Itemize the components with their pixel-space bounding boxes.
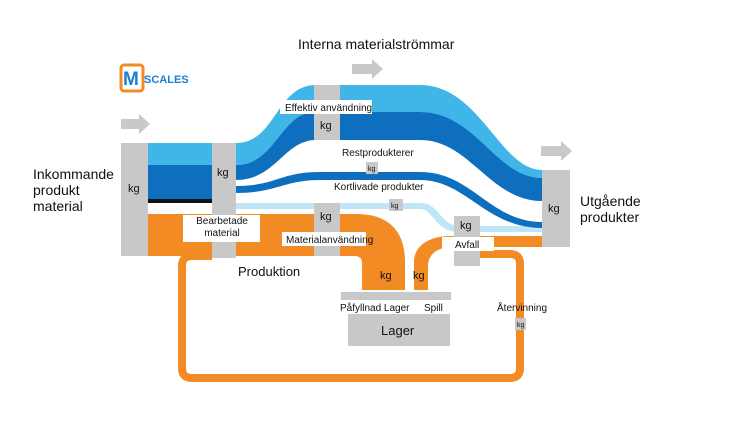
kg-label: kg (413, 270, 425, 282)
waste-flow (480, 236, 542, 247)
short-lived-node (366, 162, 378, 174)
material-use-label: Materialanvändning (286, 235, 373, 246)
kg-label: kg (217, 167, 229, 179)
processing-node-bottom (212, 240, 236, 258)
processed-material-box (183, 215, 260, 242)
kg-label: kg (380, 270, 392, 282)
arrow-icon (352, 59, 383, 79)
diagram-title: Interna materialströmmar (298, 36, 455, 52)
logo-letter: M (123, 69, 139, 90)
incoming-material-label: Inkommande produkt material (33, 166, 114, 214)
kg-label: kg (548, 203, 560, 215)
incoming-light-blue (148, 143, 212, 165)
refilled-stock-label: Påfyllnad Lager (340, 302, 410, 314)
kg-label: kg (128, 183, 140, 195)
production-label: Produktion (238, 264, 300, 279)
pale-node (389, 199, 403, 211)
recycling-label: Återvinning (497, 301, 547, 314)
recycling-loop (178, 250, 524, 382)
incoming-dark-blue (148, 165, 212, 199)
spill-to-waste-flow (414, 236, 454, 290)
effective-use-label: Effektiv användning (285, 103, 372, 114)
waste-box (442, 237, 494, 251)
kg-label: kg (368, 166, 376, 173)
kg-label: kg (517, 322, 525, 329)
stock-top-bar (341, 292, 451, 300)
outgoing-products-label: Utgående produkter (580, 193, 641, 225)
kg-label: kg (391, 203, 399, 210)
effective-use-flow-dark (236, 112, 542, 201)
kg-label: kg (460, 220, 472, 232)
spill-label: Spill (424, 303, 443, 314)
short-lived-label: Kortlivade produkter (334, 182, 424, 193)
effective-use-box (280, 100, 372, 114)
rest-products-label: Restprodukterer (342, 148, 414, 159)
kg-label: kg (320, 211, 332, 223)
recycling-node (515, 318, 526, 330)
material-use-box (282, 232, 366, 246)
stock-label: Lager (381, 323, 415, 338)
mscales-logo: M SCALES (119, 63, 189, 93)
arrow-icon (541, 141, 572, 161)
incoming-black-line (148, 199, 212, 203)
kg-label: kg (320, 120, 332, 132)
material-use-flow (340, 214, 405, 290)
arrow-icon (121, 114, 150, 134)
stock-node (348, 314, 450, 346)
incoming-node (121, 143, 148, 256)
logo-text: SCALES (144, 74, 189, 86)
material-use-node (314, 203, 340, 256)
waste-label: Avfall (455, 240, 479, 251)
short-lived-flow (236, 172, 542, 228)
processed-material-label: Bearbetade material (196, 216, 248, 239)
outgoing-node (542, 170, 570, 247)
